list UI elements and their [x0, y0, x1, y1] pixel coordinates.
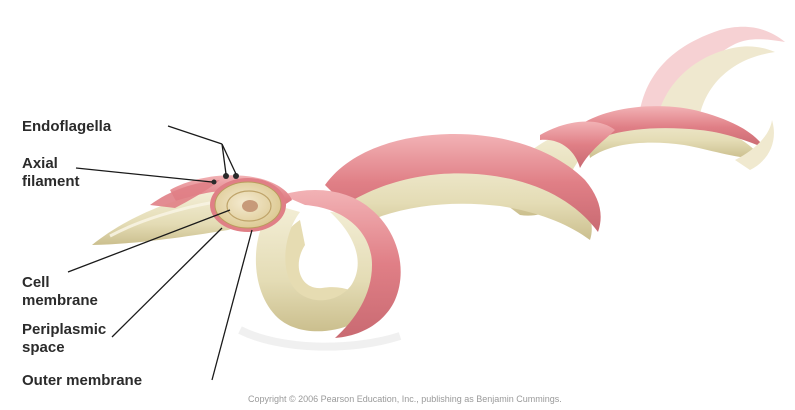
labels: Endoflagella Axial filament Cell membran… — [22, 118, 142, 389]
coil-1-shadow — [240, 330, 400, 347]
label-outer-membrane: Outer membrane — [22, 372, 142, 389]
leader-lines — [68, 126, 252, 380]
copyright-notice: Copyright © 2006 Pearson Education, Inc.… — [248, 394, 562, 404]
label-axial-filament-1: Axial — [22, 155, 58, 172]
axial-filament-dot — [212, 180, 217, 185]
leader-outer-membrane — [212, 230, 252, 380]
label-cell-membrane-1: Cell — [22, 274, 50, 291]
label-periplasmic-space-1: Periplasmic — [22, 321, 106, 338]
organism-body — [92, 27, 785, 347]
label-periplasmic-space-2: space — [22, 339, 65, 356]
protoplasmic-core — [242, 200, 258, 212]
label-endoflagella: Endoflagella — [22, 118, 112, 135]
leader-axial-filament — [76, 168, 212, 182]
leader-periplasmic-space — [112, 228, 222, 337]
label-axial-filament-2: filament — [22, 173, 80, 190]
label-cell-membrane-2: membrane — [22, 292, 98, 309]
leader-endoflagella-1 — [168, 126, 222, 144]
